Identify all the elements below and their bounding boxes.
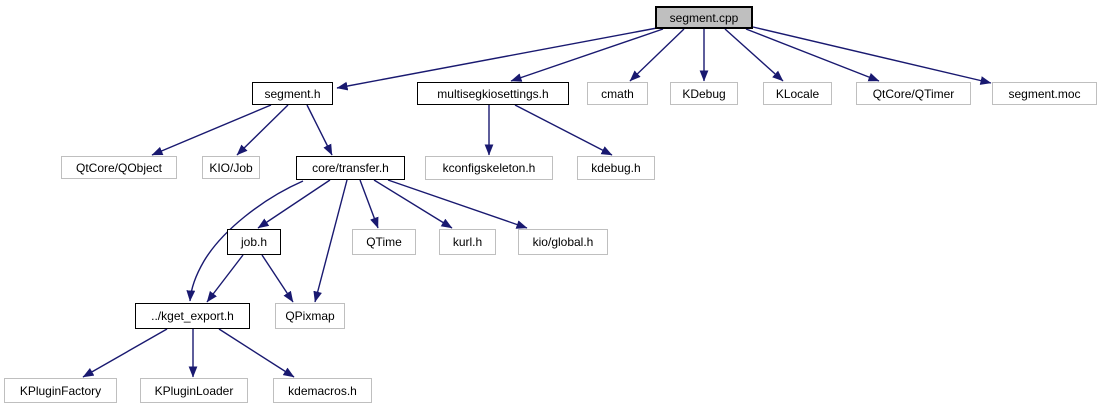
graph-node-kget-export-h[interactable]: ../kget_export.h [135,303,250,329]
graph-node-qpixmap: QPixmap [275,303,345,329]
edge-segment-cpp-to-segment-h [336,27,658,91]
edge-segment-cpp-to-qtcore-qtimer [745,28,880,82]
edge-segment-h-to-core-transfer-h [306,104,333,156]
edge-group [82,26,992,378]
edge-segment-cpp-to-cmath [629,28,685,82]
edge-core-transfer-h-to-kget-export-h [186,180,304,302]
graph-node-qtcore-qobject: QtCore/QObject [61,156,177,179]
edge-segment-cpp-to-klocale [724,28,784,82]
graph-node-qtime: QTime [352,229,416,255]
graph-node-multisegkiosettings-h[interactable]: multisegkiosettings.h [417,82,569,105]
graph-node-segment-h[interactable]: segment.h [252,82,333,105]
graph-node-kpluginloader: KPluginLoader [140,378,248,403]
graph-node-segment-moc: segment.moc [992,82,1097,105]
graph-node-kdebug: KDebug [670,82,738,105]
edge-core-transfer-h-to-qpixmap [313,179,348,303]
edge-core-transfer-h-to-kio-global-h [387,179,528,229]
graph-node-kdemacros-h: kdemacros.h [273,378,372,403]
graph-node-kio-global-h: kio/global.h [518,229,608,255]
edge-kget-export-h-to-kpluginfactory [82,328,168,378]
edge-segment-cpp-to-segment-moc [752,26,992,85]
graph-node-core-transfer-h[interactable]: core/transfer.h [296,156,405,180]
graph-node-segment-cpp: segment.cpp [655,6,753,29]
edge-multisegkiosettings-h-to-kdebug-h [514,104,613,156]
edge-kget-export-h-to-kdemacros-h [218,328,295,378]
graph-node-kurl-h: kurl.h [439,229,496,255]
graph-node-klocale: KLocale [763,82,832,105]
graph-node-kpluginfactory: KPluginFactory [4,378,117,403]
edge-segment-h-to-qtcore-qobject [151,104,272,156]
edge-core-transfer-h-to-job-h [257,179,331,229]
graph-node-cmath: cmath [587,82,648,105]
edge-segment-h-to-kio-job [236,104,289,156]
graph-node-kconfigskeleton-h: kconfigskeleton.h [425,156,553,180]
graph-node-job-h[interactable]: job.h [227,229,281,255]
edge-segment-cpp-to-multisegkiosettings-h [510,28,664,82]
edge-job-h-to-kget-export-h [206,254,244,303]
graph-node-kio-job: KIO/Job [202,156,260,179]
graph-node-qtcore-qtimer: QtCore/QTimer [856,82,971,105]
edge-core-transfer-h-to-kurl-h [373,179,453,229]
edge-core-transfer-h-to-qtime [359,179,379,229]
graph-node-kdebug-h: kdebug.h [577,156,655,180]
edge-job-h-to-qpixmap [261,254,294,303]
